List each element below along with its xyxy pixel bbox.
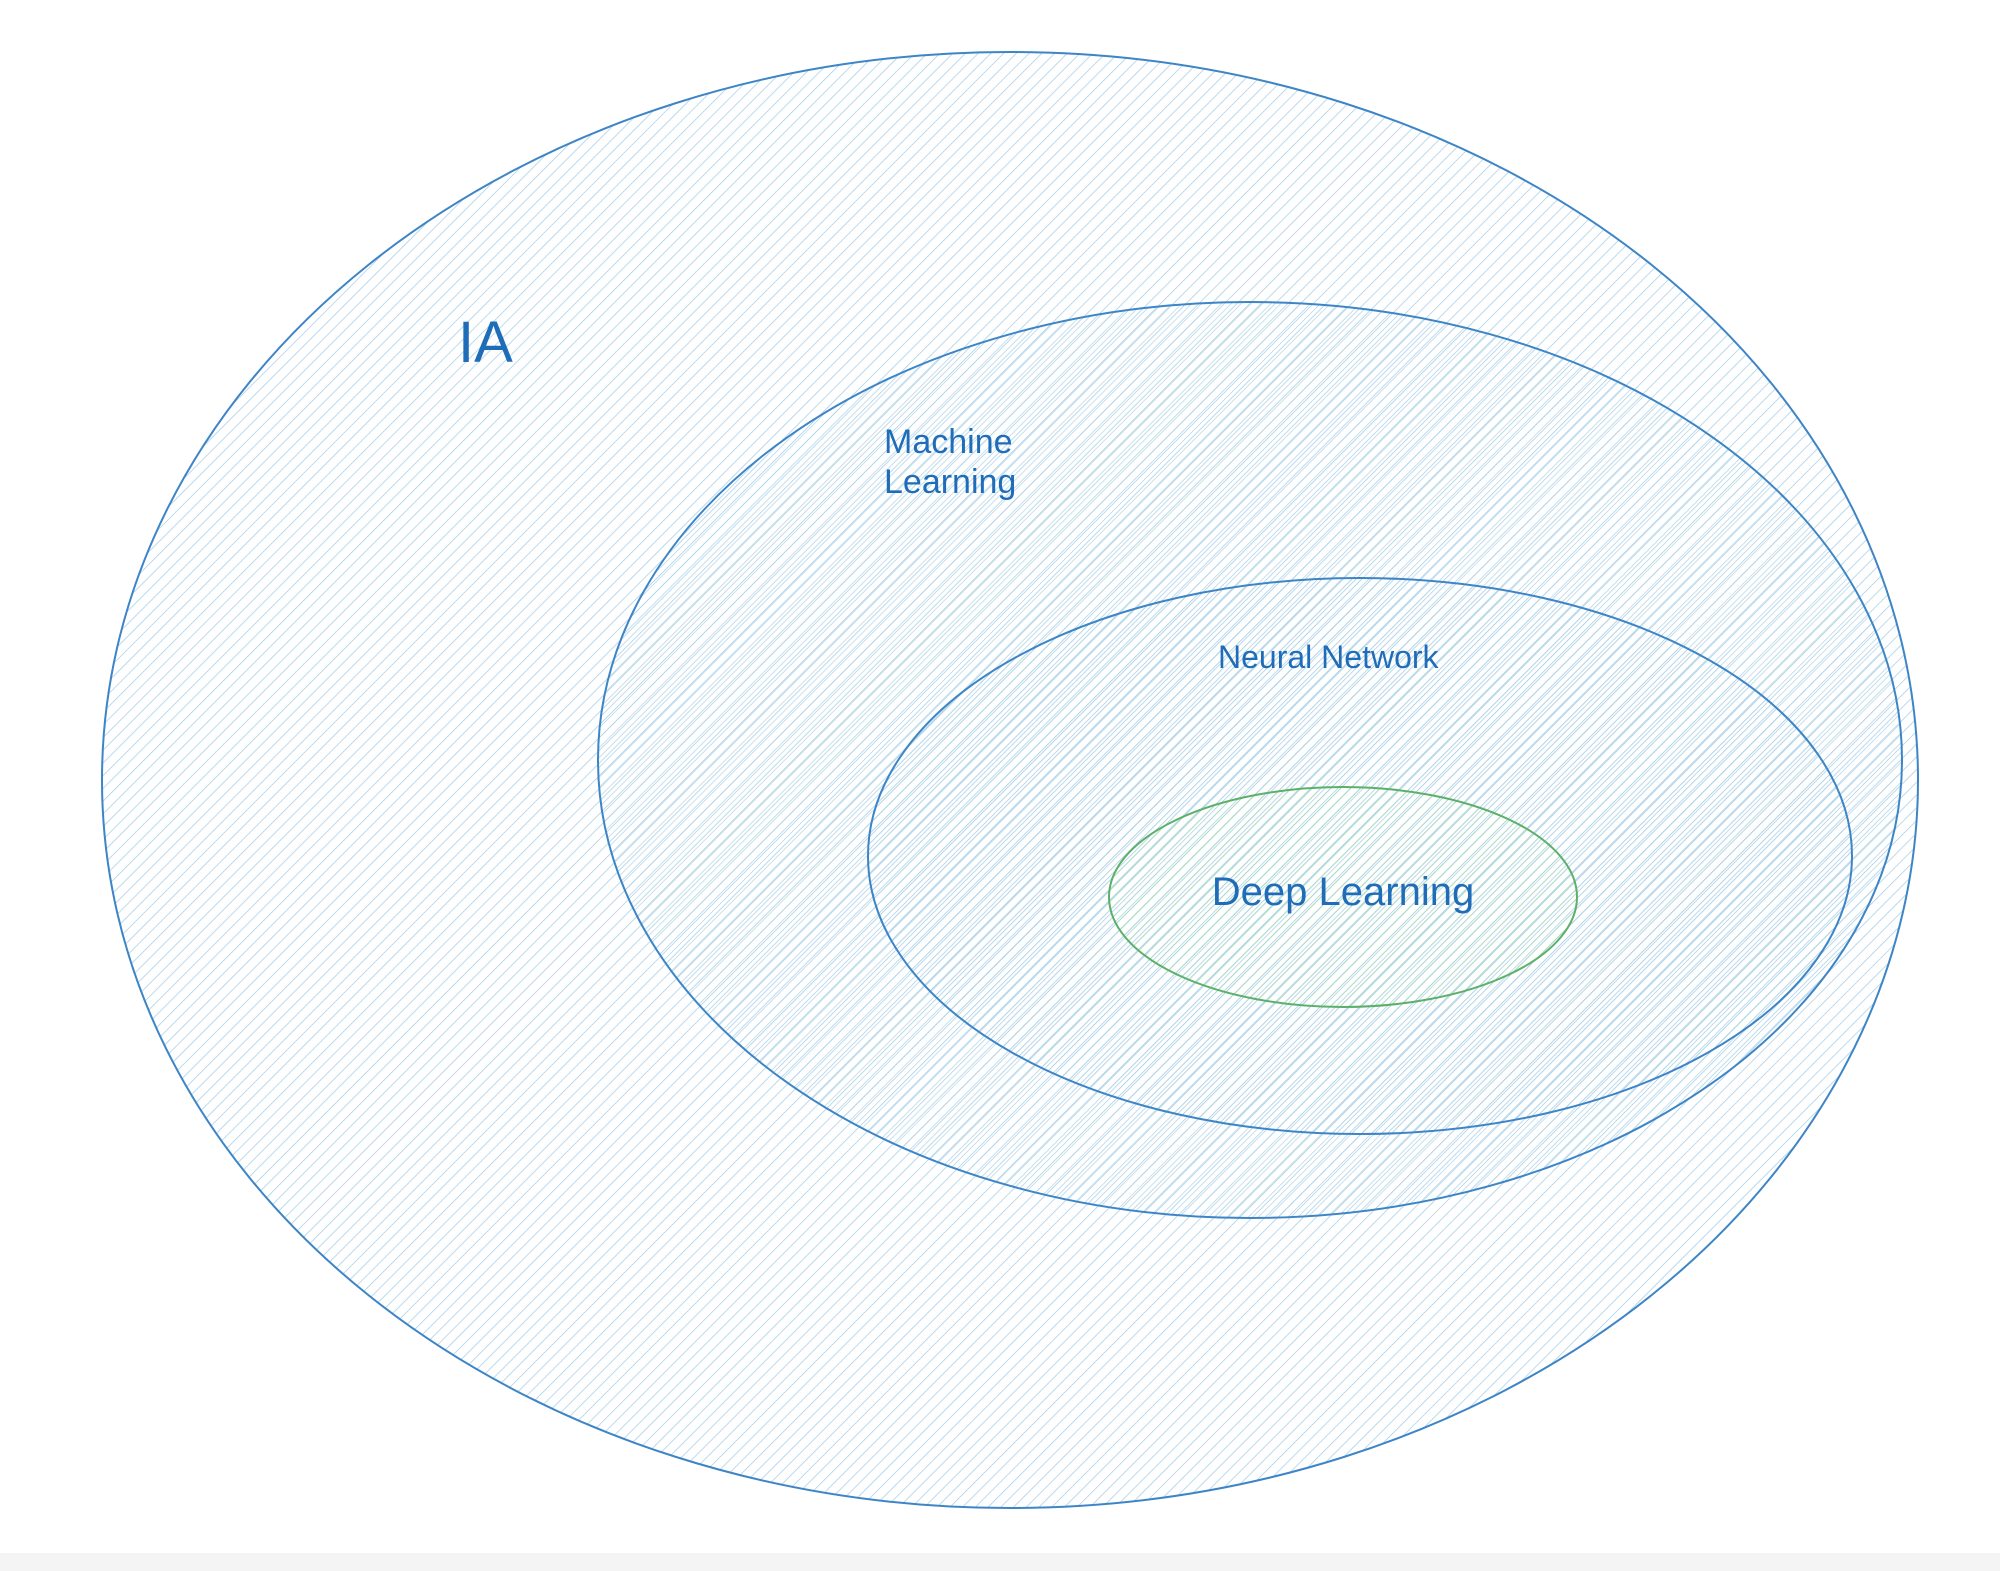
machine-learning-label-line2: Learning [884,463,1016,501]
set-deep-learning: Deep Learning [1108,786,1578,1008]
machine-learning-label: Machine Learning [884,423,1022,501]
machine-learning-label-line1: Machine [884,423,1013,461]
bottom-strip [0,1553,2000,1571]
deep-learning-ellipse [1108,786,1578,1008]
neural-network-label: Neural Network [1218,639,1440,675]
ia-label: IA [458,310,513,375]
deep-learning-label: Deep Learning [1212,870,1474,914]
